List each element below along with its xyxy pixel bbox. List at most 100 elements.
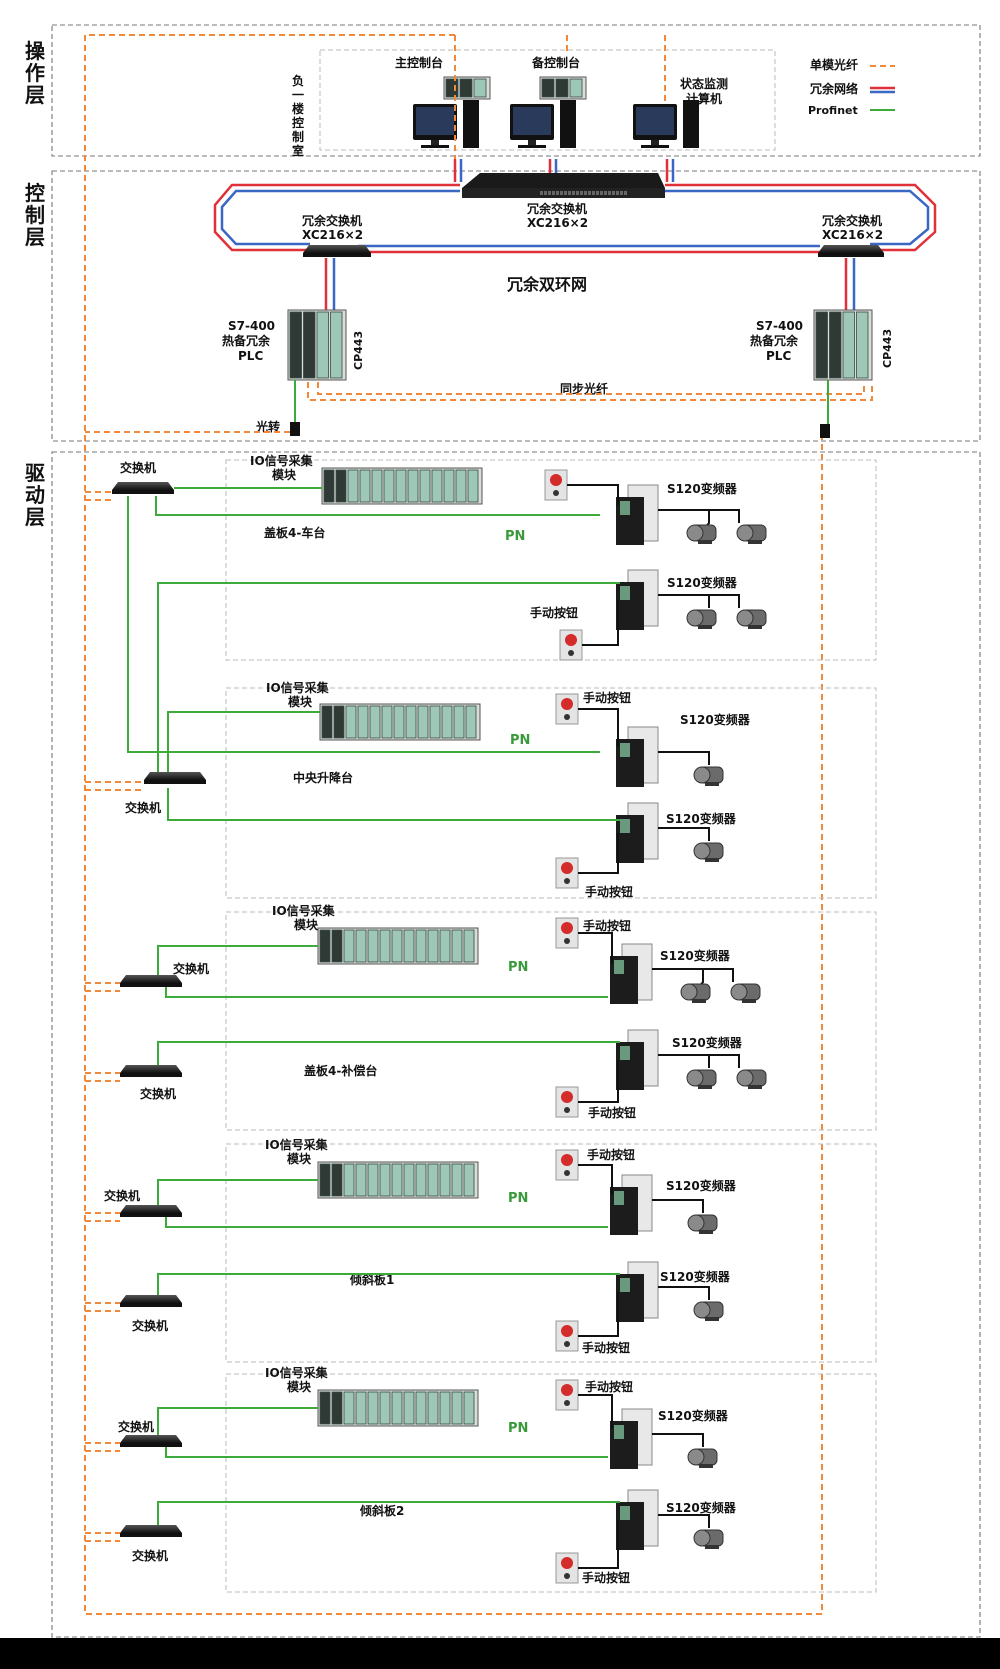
io-module-rack (317, 1389, 479, 1427)
center-switch-port (576, 191, 579, 195)
motor-icon-feet (705, 782, 719, 786)
manual-button-top-switch (553, 490, 559, 496)
drive-group-name: 盖板4-车台 (264, 525, 325, 540)
drive-switch-5 (120, 1205, 182, 1217)
pn-switch1-vfd (155, 496, 600, 516)
button-wire-bottom (578, 1520, 619, 1569)
io-module-rack-slot (451, 1163, 463, 1197)
s120-vfd-bottom (616, 1489, 659, 1550)
io-module-rack-slot (369, 705, 381, 739)
io-module-rack-slot (343, 1163, 355, 1197)
monitor-pc-label-1: 状态监测 (680, 76, 728, 91)
drive-switch-8 (120, 1525, 182, 1537)
control-room-frame (319, 49, 776, 151)
io-module-rack-slot (331, 1391, 343, 1425)
manual-button-top-red-button (561, 1154, 573, 1166)
motor-icon (693, 842, 724, 862)
left-switch-label-1: 冗余交换机 (302, 213, 362, 228)
io-module-rack-slot (415, 929, 427, 963)
pn-switch2-vfd4 (167, 788, 620, 821)
motor-icon-endcap (730, 983, 748, 1001)
motor-icon-endcap (736, 524, 754, 542)
drive-switch-label-7: 交换机 (118, 1419, 154, 1434)
motor-icon-endcap (736, 1069, 754, 1087)
motor-icon-feet (705, 858, 719, 862)
drive-switch-8-front (120, 1533, 182, 1537)
io-module-rack-slot (379, 1391, 391, 1425)
backup-console-rack-slot (541, 78, 555, 98)
right-plc-rack-slot (815, 311, 828, 379)
right-plc-rack-slot (829, 311, 842, 379)
drive-switch-4 (120, 1065, 182, 1077)
layer-title-operation: 操作层 (25, 39, 46, 107)
left-plc-rack-slot (303, 311, 316, 379)
s120-vfd-top (616, 484, 659, 545)
motor-icon-endcap (687, 1448, 705, 1466)
io-module-rack-slot (333, 705, 345, 739)
io-module-rack (319, 703, 481, 741)
io-module-rack-slot (403, 1163, 415, 1197)
manual-button-top (555, 693, 579, 725)
motor-icon-endcap (693, 1529, 711, 1547)
left-plc-label-3: PLC (238, 349, 263, 363)
manual-button-bottom-red-button (561, 862, 573, 874)
button-wire-bottom (578, 833, 619, 874)
s120-vfd-top-panel (614, 1425, 624, 1439)
drive-switch-label-3: 交换机 (173, 961, 209, 976)
manual-button-bottom (555, 1552, 579, 1584)
motor-icon (730, 983, 761, 1003)
manual-button-bottom-red-button (565, 634, 577, 646)
io-module-rack-slot (419, 469, 431, 503)
io-module-rack-slot (443, 469, 455, 503)
io-module-rack-slot (331, 929, 343, 963)
motor-wire (658, 827, 710, 841)
io-module-rack-slot (451, 929, 463, 963)
io-module-rack-slot (319, 1391, 331, 1425)
io-module-rack-slot (429, 705, 441, 739)
drive-switch-4-top (120, 1065, 182, 1073)
io-module-rack-slot (343, 1391, 355, 1425)
backup-console-pc-screen (513, 107, 551, 135)
motor-icon (680, 983, 711, 1003)
drive-switch-7-top (120, 1435, 182, 1443)
io-module-rack-slot (347, 469, 359, 503)
io-module-rack-slot (441, 705, 453, 739)
main-console-pc-base (421, 145, 449, 148)
monitor-pc (633, 100, 699, 148)
s120-vfd-bottom (616, 802, 659, 863)
monitor-pc-tower (683, 100, 699, 148)
drive-group-frame (225, 459, 877, 661)
io-module-rack-slot (407, 469, 419, 503)
io-module-rack (317, 927, 479, 965)
ring-blue-right (665, 189, 930, 246)
button-wire-top (578, 708, 619, 747)
motor-wire (652, 1433, 704, 1447)
backup-console-pc-base (518, 145, 546, 148)
manual-button-bottom-switch (564, 1107, 570, 1113)
center-switch-port (608, 191, 611, 195)
io-module-label-2: 模块 (288, 694, 313, 709)
operation-devices (84, 34, 823, 1615)
io-module-rack-slot (323, 469, 335, 503)
pn-label: PN (508, 1191, 528, 1206)
drive-switch-label-2: 交换机 (125, 800, 161, 815)
s120-vfd-label-bottom: S120变频器 (666, 1500, 737, 1515)
backup-console-rack-slot (569, 78, 583, 98)
motor-icon-endcap (693, 1301, 711, 1319)
operation-layer-frame (51, 24, 981, 157)
motor-icon-endcap (693, 766, 711, 784)
manual-button-top-switch (564, 714, 570, 720)
manual-button-top (555, 917, 579, 949)
motor-icon-feet (692, 999, 706, 1003)
motor-icon (693, 1529, 724, 1549)
ring-red-right (665, 183, 937, 252)
motor-icon-feet (698, 540, 712, 544)
io-module-rack-slot (391, 1163, 403, 1197)
pn-label: PN (508, 960, 528, 975)
io-module-rack-slot (355, 1391, 367, 1425)
motor-icon (736, 609, 767, 629)
main-console-rack (443, 76, 491, 100)
